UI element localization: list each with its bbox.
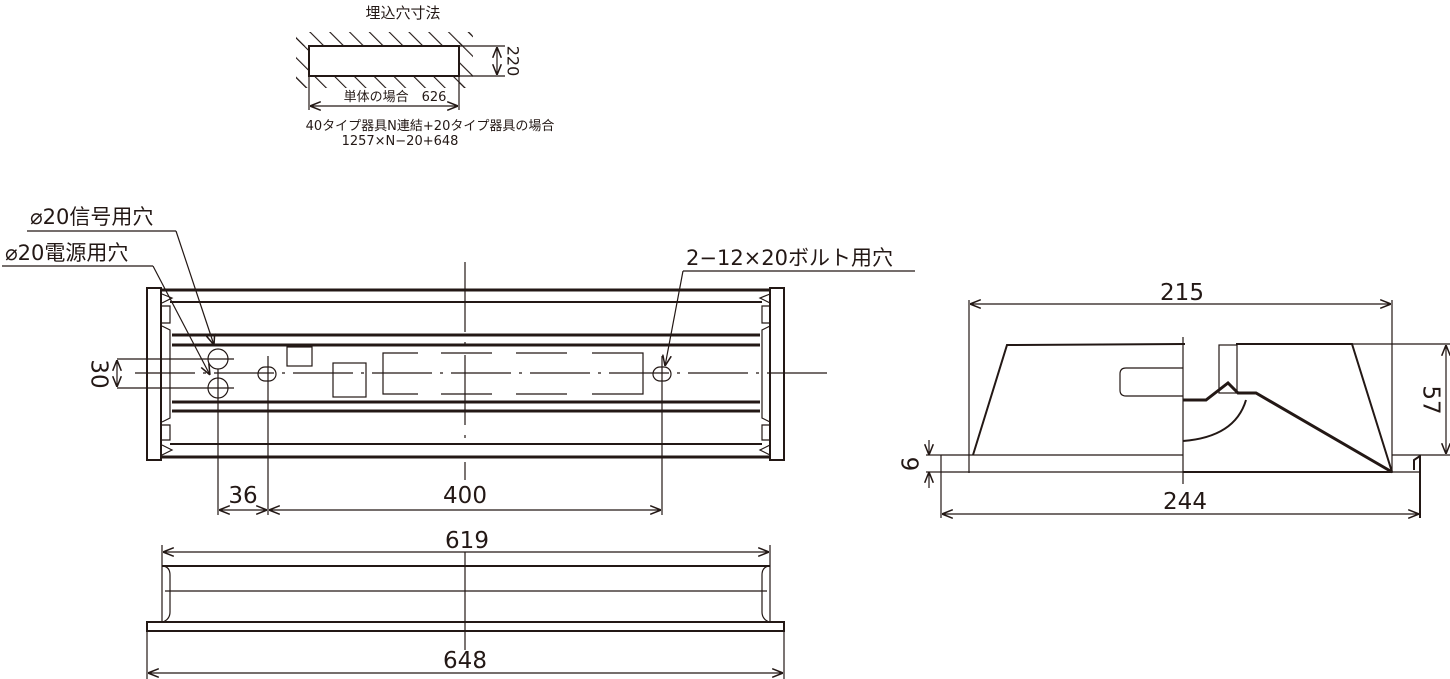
- cutout-title: 埋込穴寸法: [365, 4, 440, 22]
- hatch-top: [296, 32, 472, 46]
- socket: [1218, 344, 1238, 394]
- hatch-right: [459, 32, 473, 88]
- dim-9: 9: [896, 457, 922, 472]
- end-cap-right: [769, 287, 785, 461]
- cutout-diagram: 埋込穴寸法 220 単体の場合 626 40タイプ器具N連結+20タイプ器具の場…: [296, 4, 554, 149]
- power-hole-label: ⌀20電源用穴: [5, 241, 128, 265]
- dim-30: 30: [86, 359, 112, 388]
- bolt-hole-left: [257, 366, 277, 382]
- dim-215: 215: [1160, 280, 1204, 306]
- dim-36: 36: [228, 483, 257, 509]
- dim-244: 244: [1163, 489, 1207, 515]
- end-cap-left: [146, 287, 162, 461]
- dim-619: 619: [445, 528, 489, 554]
- hatch-bottom: [296, 76, 472, 88]
- top-view: ⌀20信号用穴 ⌀20電源用穴 2−12×20ボルト用穴: [2, 205, 915, 515]
- dim-57: 57: [1418, 385, 1444, 414]
- hatch-left: [296, 32, 310, 88]
- small-box: [286, 346, 313, 367]
- dim-648: 648: [443, 648, 487, 674]
- front-view: 619 648: [146, 528, 785, 679]
- dim-400: 400: [443, 483, 487, 509]
- cutout-hole: [308, 45, 460, 77]
- cutout-combined-label: 40タイプ器具N連結+20タイプ器具の場合: [306, 119, 555, 134]
- side-view: 215 57 9 244: [896, 280, 1450, 518]
- signal-hole-label: ⌀20信号用穴: [30, 205, 153, 229]
- dim-220: 220: [504, 46, 523, 77]
- bolt-hole-label: 2−12×20ボルト用穴: [686, 246, 893, 270]
- cutout-combined-formula: 1257×N−20+648: [342, 134, 459, 149]
- terminal-box: [332, 362, 367, 398]
- cutout-single-label: 単体の場合 626: [344, 89, 447, 105]
